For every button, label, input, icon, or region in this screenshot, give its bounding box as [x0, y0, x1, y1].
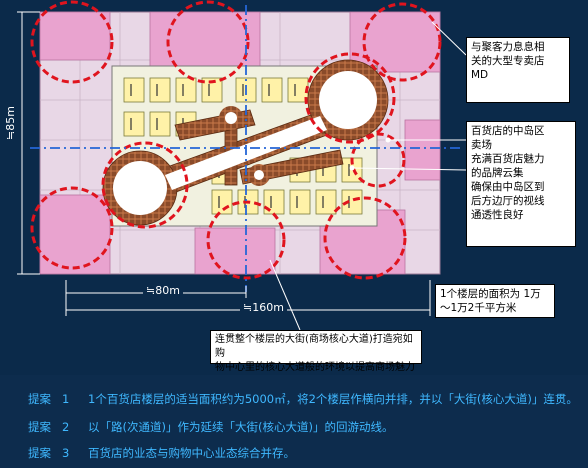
height-dimension-label: ≒85m [4, 106, 17, 140]
leader-dot [385, 137, 391, 143]
central-avenue [102, 59, 389, 226]
md-zones [39, 11, 441, 275]
central-avenue-callout: 连贯整个楼层的大街(商场核心大道)打造宛如购 物中心里的核心大道般的环境以提高商… [210, 330, 422, 373]
half-width-dimension-label: ≒80m [143, 284, 183, 297]
full-width-dimension-label: ≒160m [240, 301, 287, 314]
floor-area-callout: 1个楼层的面积为 1万 ～1万2千平方米 [435, 284, 555, 318]
proposal-row: 提案 3 百货店的业态与购物中心业态综合并存。 [28, 445, 295, 461]
floor-plan-diagram: ≒85m ≒80m ≒160m 与聚客力息息相 关的大型专卖店 MD 百货店的中… [4, 0, 576, 373]
proposal-row: 提案 2 以「路(次通道)」作为延续「大街(核心大道)」的回游动线。 [28, 419, 393, 435]
floor-plan-svg [17, 0, 467, 331]
proposal-text: 以「路(次通道)」作为延续「大街(核心大道)」的回游动线。 [88, 420, 394, 434]
shop-fixtures [130, 84, 350, 208]
leader-lines [269, 21, 467, 331]
proposals-panel: 提案 1 1个百货店楼层的适当面积约为5000㎡，将2个楼层作横向并排，并以「大街(… [0, 375, 588, 468]
proposal-tag: 提案 [28, 392, 51, 406]
leader-dot [349, 165, 355, 171]
center-axes [30, 5, 460, 292]
central-island-callout: 百货店的中岛区 卖场 充满百货店魅力 的品牌云集 确保由中岛区到 后方边厅的视线… [466, 121, 576, 247]
md-callout: 与聚客力息息相 关的大型专卖店 MD [466, 37, 570, 103]
proposal-number: 1 [62, 392, 70, 406]
proposal-row: 提案 1 1个百货店楼层的适当面积约为5000㎡，将2个楼层作横向并排，并以「大街(… [28, 391, 578, 407]
proposal-text: 1个百货店楼层的适当面积约为5000㎡，将2个楼层作横向并排，并以「大街(核心大… [88, 392, 578, 406]
proposal-tag: 提案 [28, 420, 51, 434]
proposal-number: 3 [62, 446, 70, 460]
proposal-text: 百货店的业态与购物中心业态综合并存。 [88, 446, 295, 460]
md-circles [30, 0, 442, 280]
proposal-number: 2 [62, 420, 70, 434]
proposal-tag: 提案 [28, 446, 51, 460]
